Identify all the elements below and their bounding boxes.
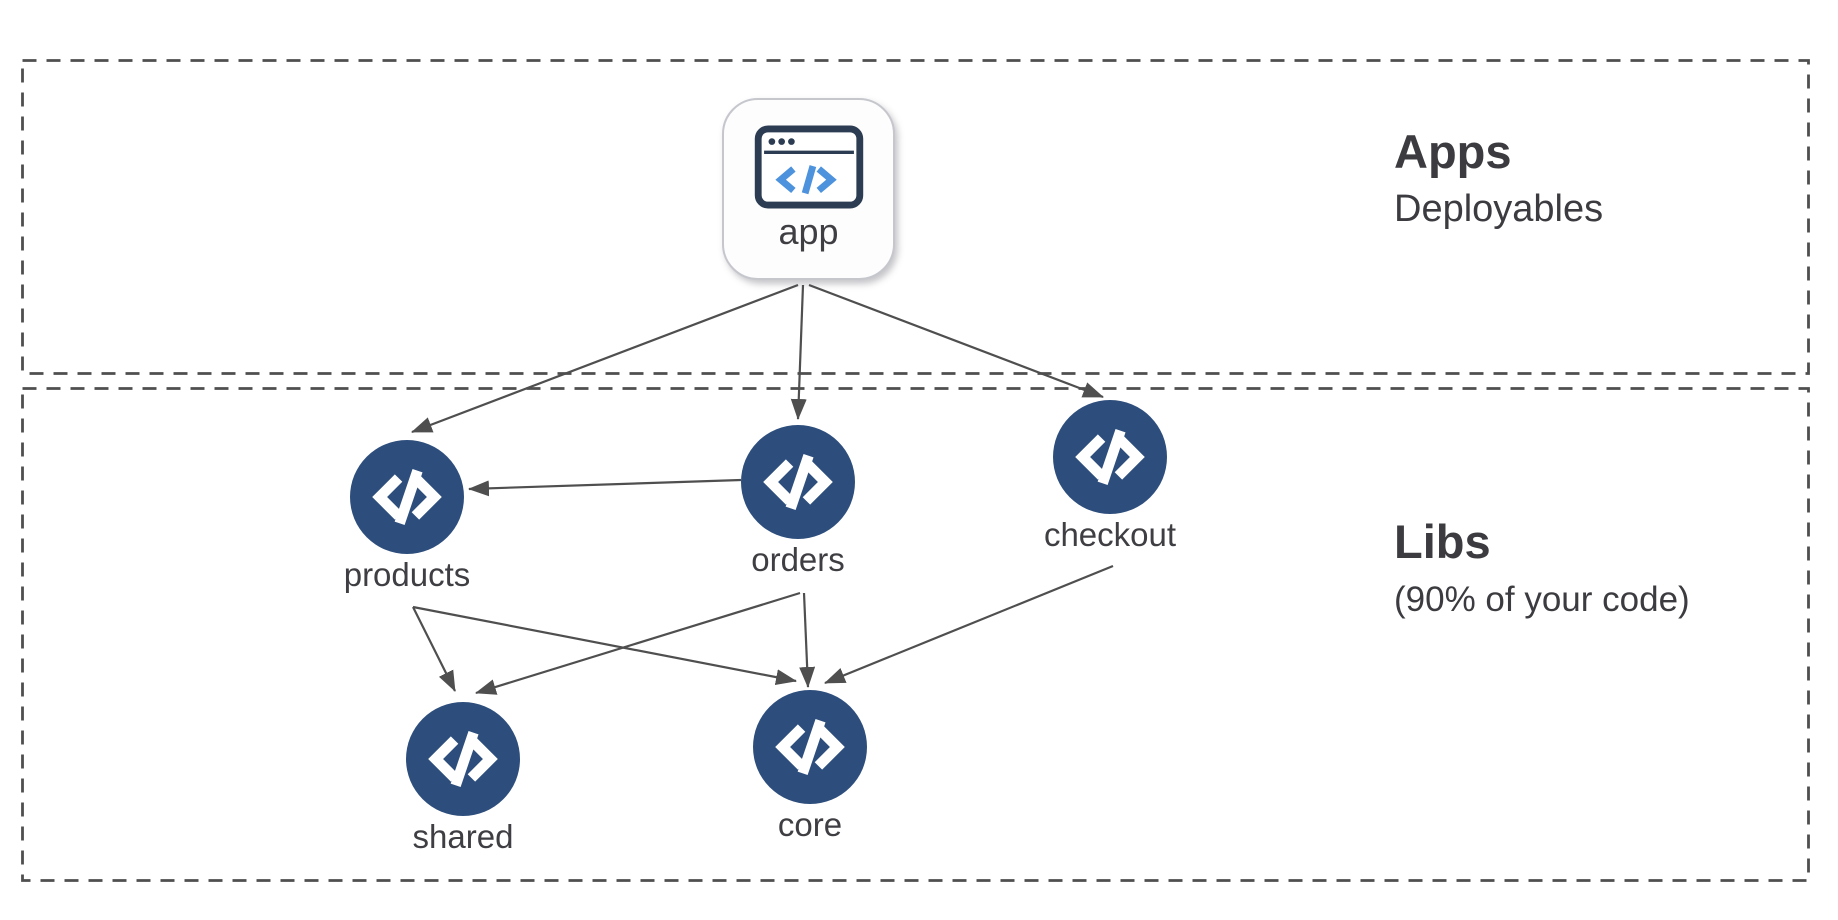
lib-node-checkout: checkout bbox=[1044, 400, 1176, 553]
lib-node-core: core bbox=[753, 690, 867, 843]
lib-node-products: products bbox=[344, 440, 470, 593]
edge-app-to-orders bbox=[790, 284, 807, 420]
lib-node-circle bbox=[741, 425, 855, 539]
lib-node-label: core bbox=[777, 806, 843, 843]
edge-orders-to-products bbox=[468, 478, 742, 497]
lib-node-shared: shared bbox=[406, 702, 520, 855]
edge-orders-to-core bbox=[799, 592, 816, 688]
code-icon bbox=[372, 468, 442, 526]
lib-node-circle bbox=[1053, 400, 1167, 514]
apps-section-title: Apps bbox=[1394, 125, 1512, 178]
apps-section-subtitle: Deployables bbox=[1394, 187, 1604, 230]
libs-section-subtitle: (90% of your code) bbox=[1394, 579, 1690, 619]
apps-section-border bbox=[21, 59, 1810, 375]
lib-node-circle bbox=[406, 702, 520, 816]
code-icon bbox=[1075, 428, 1145, 486]
lib-node-label: orders bbox=[751, 541, 845, 578]
lib-node-orders: orders bbox=[741, 425, 855, 578]
edge-checkout-to-core bbox=[824, 564, 1114, 685]
edge-app-to-checkout bbox=[808, 283, 1104, 399]
code-icon bbox=[763, 453, 833, 511]
code-icon bbox=[428, 730, 498, 788]
libs-section-title: Libs bbox=[1394, 515, 1491, 568]
lib-node-label: products bbox=[343, 556, 471, 593]
libs-section-label: Libs (90% of your code) bbox=[1394, 515, 1690, 619]
edge-products-to-core bbox=[412, 605, 797, 686]
apps-section-label: Apps Deployables bbox=[1394, 125, 1604, 230]
app-node-label: app bbox=[778, 211, 839, 252]
libs-section-border bbox=[21, 387, 1810, 882]
lib-node-circle bbox=[350, 440, 464, 554]
edge-app-to-products bbox=[411, 283, 799, 434]
lib-node-label: shared bbox=[412, 818, 514, 855]
code-icon bbox=[775, 718, 845, 776]
edge-orders-to-shared bbox=[475, 591, 801, 695]
edge-products-to-shared bbox=[412, 606, 456, 692]
browser-code-icon bbox=[754, 125, 863, 209]
lib-node-label: checkout bbox=[1043, 516, 1177, 553]
lib-node-circle bbox=[753, 690, 867, 804]
app-node: app bbox=[722, 98, 895, 280]
